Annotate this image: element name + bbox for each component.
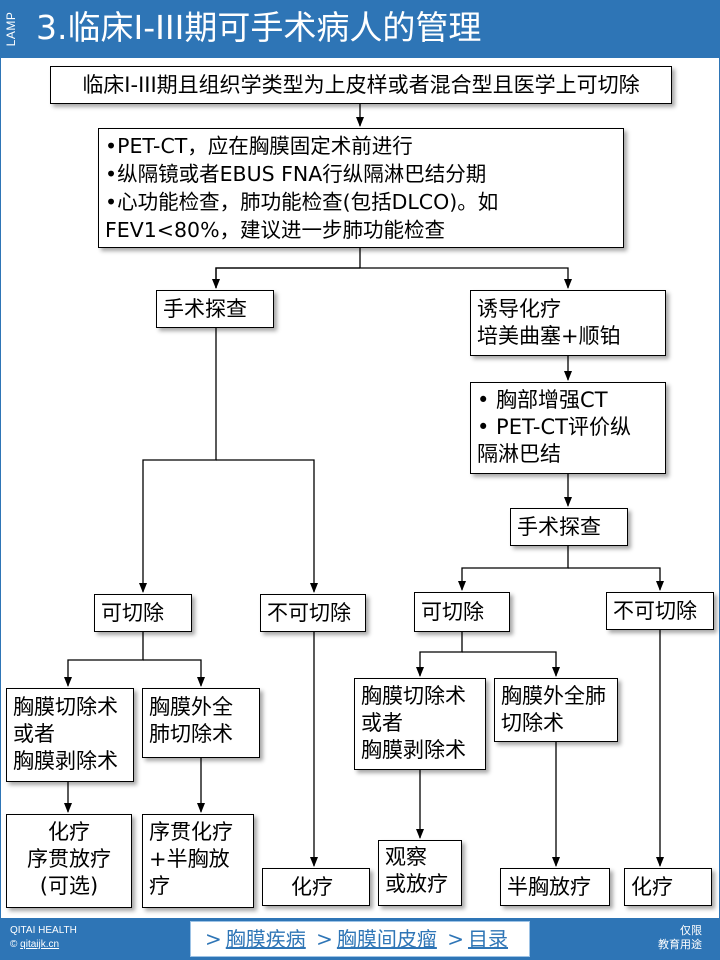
box-right-explore: 手术探查 (510, 508, 628, 546)
breadcrumb-mesothelioma[interactable]: 胸膜间皮瘤 (336, 927, 437, 951)
box-right-epp: 胸膜外全肺 切除术 (494, 678, 618, 742)
site-link[interactable]: qitaijk.cn (20, 939, 60, 950)
box-right-result-pleurectomy: 观察 或放疗 (378, 840, 462, 906)
breadcrumb-separator: > (205, 927, 222, 951)
box-left-explore: 手术探查 (156, 290, 274, 328)
box-left-result-epp: 序贯化疗 +半胸放 疗 (142, 814, 254, 908)
box-left-unresectable: 不可切除 (260, 594, 366, 632)
box-right-result-epp: 半胸放疗 (500, 868, 610, 906)
box-right-induction: 诱导化疗 培美曲塞+顺铂 (470, 290, 666, 356)
box-right-restaging: • 胸部增强CT • PET-CT评价纵 隔淋巴结 (470, 382, 666, 474)
split-left-explore (139, 328, 217, 593)
education-note: 仅限 教育用途 (658, 924, 702, 951)
box-right-result-unresectable: 化疗 (624, 868, 712, 906)
copyright-symbol: © (10, 939, 18, 950)
breadcrumb: >胸膜疾病 >胸膜间皮瘤 >目录 (190, 921, 530, 957)
box-left-result-unresectable: 化疗 (262, 868, 370, 906)
split-right-explore (458, 546, 569, 591)
box-right-pleurectomy: 胸膜切除术 或者 胸膜剥除术 (354, 678, 486, 770)
page-title: 3.临床I-III期可手术病人的管理 (36, 8, 482, 47)
split-right-resectable (416, 632, 463, 677)
breadcrumb-separator: > (447, 927, 465, 951)
org-credit: QITAI HEALTH © qitaijk.cn (10, 924, 77, 952)
box-left-result-pleurectomy: 化疗 序贯放疗 (可选) (6, 814, 132, 908)
org-name: QITAI HEALTH (10, 925, 77, 936)
box-left-pleurectomy: 胸膜切除术 或者 胸膜剥除术 (6, 688, 134, 782)
box-left-epp: 胸膜外全 肺切除术 (142, 688, 260, 758)
split-left-resectable (64, 632, 144, 687)
breadcrumb-separator: > (316, 927, 333, 951)
box-right-resectable: 可切除 (414, 592, 510, 632)
breadcrumb-pleural-disease[interactable]: 胸膜疾病 (225, 927, 306, 951)
box-right-unresectable: 不可切除 (606, 592, 714, 630)
box-top-criteria: 临床I-III期且组织学类型为上皮样或者混合型且医学上可切除 (50, 66, 672, 104)
breadcrumb-contents[interactable]: 目录 (468, 927, 509, 951)
header-bar: LAMP 3.临床I-III期可手术病人的管理 (0, 0, 720, 58)
box-left-resectable: 可切除 (94, 594, 192, 632)
box-workup: •PET-CT，应在胸膜固定术前进行 •纵隔镜或者EBUS FNA行纵隔淋巴结分… (98, 128, 624, 248)
